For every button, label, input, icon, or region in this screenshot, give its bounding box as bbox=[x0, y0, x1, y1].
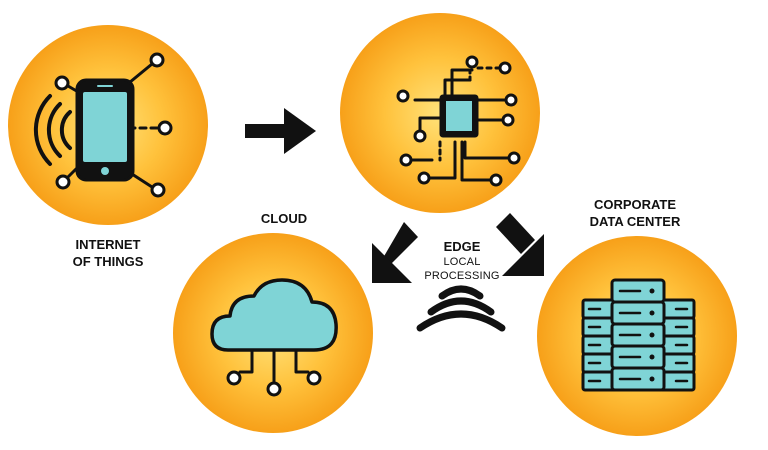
iot-label-line2: OF THINGS bbox=[72, 254, 144, 269]
datacenter-label-line1: CORPORATE bbox=[593, 197, 677, 212]
cloud-network-icon bbox=[210, 278, 338, 397]
iot-label-line1: INTERNET bbox=[75, 237, 141, 252]
arrow-to-cloud-icon bbox=[372, 222, 418, 283]
cloud-label: CLOUD bbox=[260, 211, 308, 226]
edge-label-sub1: LOCAL bbox=[443, 256, 481, 268]
datacenter-label-line2: DATA CENTER bbox=[589, 214, 681, 229]
smartphone-icon bbox=[33, 52, 173, 198]
microchip-icon bbox=[396, 55, 521, 187]
arrow-right-icon bbox=[245, 108, 316, 154]
edge-label-sub2: PROCESSING bbox=[424, 270, 500, 282]
edge-label: EDGE LOCAL PROCESSING bbox=[412, 238, 512, 283]
iot-label: INTERNET OF THINGS bbox=[52, 236, 164, 270]
datacenter-label: CORPORATE DATA CENTER bbox=[575, 196, 695, 230]
arrow-to-datacenter-icon bbox=[496, 213, 544, 276]
wireless-signal-icon bbox=[416, 285, 506, 332]
server-rack-icon bbox=[581, 278, 696, 392]
edge-label-title: EDGE bbox=[443, 239, 481, 254]
